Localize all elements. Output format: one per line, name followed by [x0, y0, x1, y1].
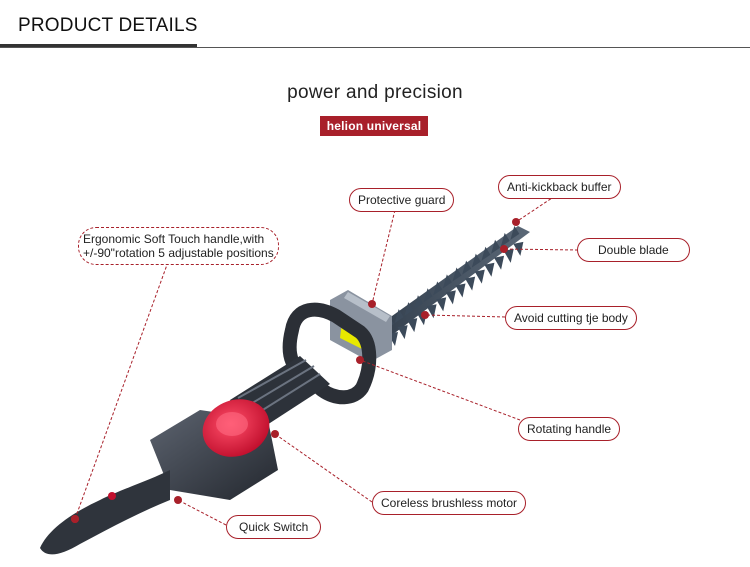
callout-anti-kickback: Anti-kickback buffer: [498, 175, 621, 199]
callout-handle-line1: Ergonomic Soft Touch handle,with: [83, 232, 265, 246]
title-underline: [0, 44, 197, 47]
callout-quick-switch: Quick Switch: [226, 515, 322, 539]
leader-lines: [74, 195, 579, 526]
double-blade: [378, 225, 530, 346]
callout-handle-line2: +/-90"rotation 5 adjustable positions: [83, 246, 274, 260]
callout-avoid-cutting: Avoid cutting tje body: [505, 306, 637, 330]
callout-motor: Coreless brushless motor: [372, 491, 527, 515]
callout-double-blade: Double blade: [577, 238, 690, 262]
motor-housing: [150, 399, 278, 500]
headline: power and precision: [287, 82, 463, 103]
callout-rotating-handle: Rotating handle: [518, 417, 621, 441]
section-header: PRODUCT DETAILS: [0, 0, 750, 50]
callout-handle: Ergonomic Soft Touch handle,with +/-90"r…: [78, 227, 279, 265]
section-title: PRODUCT DETAILS: [18, 15, 198, 36]
brand-badge: helion universal: [320, 116, 428, 136]
callout-protective-guard: Protective guard: [349, 188, 455, 212]
rear-handle: [40, 470, 170, 555]
header-divider: [0, 47, 750, 48]
marker-dots: [71, 218, 520, 523]
